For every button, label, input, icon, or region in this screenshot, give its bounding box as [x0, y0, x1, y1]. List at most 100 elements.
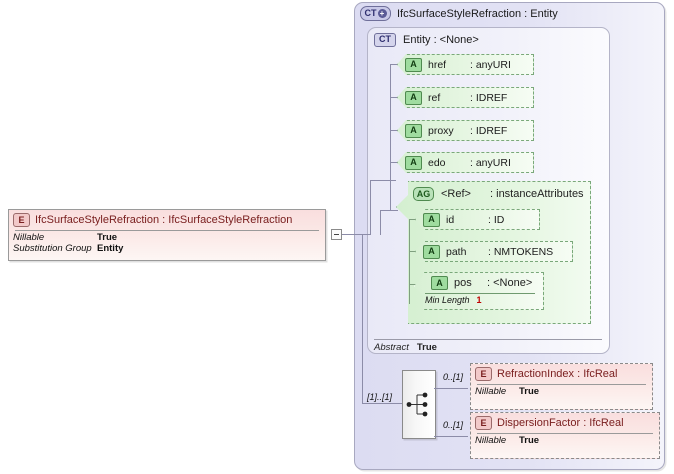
complextype-expand-icon[interactable]: CT+ [360, 6, 391, 21]
attribute-badge: A [431, 276, 448, 290]
attributegroup-name: <Ref> [441, 188, 471, 200]
root-element-divider [15, 230, 319, 231]
child-cardinality-0: 0..[1] [443, 372, 464, 382]
attributegroup-badge: AG [413, 187, 434, 201]
child-element-divider [477, 433, 653, 434]
sequence-icon [406, 392, 428, 417]
basetype-header: CT Entity : <None> [374, 31, 604, 48]
child-element-header: E DispersionFactor : IfcReal [471, 413, 659, 433]
attribute-type: : IDREF [470, 124, 508, 137]
sequence-cardinality: [1]..[1] [367, 392, 393, 402]
child-element-header: E RefractionIndex : IfcReal [471, 364, 652, 384]
attribute-row-proxy[interactable]: A proxy : IDREF [397, 120, 534, 141]
child-cardinality-1: 0..[1] [443, 420, 464, 430]
element-badge: E [475, 416, 492, 430]
child-element-dispersionfactor[interactable]: E DispersionFactor : IfcReal Nillable Tr… [470, 412, 660, 459]
facet-value: 1 [476, 295, 482, 305]
connector-to-sequence [362, 403, 402, 404]
child-element-refractionindex[interactable]: E RefractionIndex : IfcReal Nillable Tru… [470, 363, 653, 410]
attribute-name: pos [454, 277, 472, 289]
connector-ref [390, 97, 398, 98]
connector-route-horizontal-b [380, 210, 392, 211]
facet-key: Min Length [425, 295, 470, 305]
attribute-tree-spine [390, 64, 391, 210]
attribute-type: : anyURI [470, 58, 511, 71]
attribute-type: : ID [488, 213, 505, 226]
attribute-badge: A [423, 244, 440, 259]
attribute-row-pos[interactable]: A pos : <None> Min Length 1 [414, 272, 544, 310]
attribute-badge: A [405, 90, 422, 105]
connector-edo [390, 162, 398, 163]
attribute-name: ref [428, 91, 441, 104]
root-element-header: E IfcSurfaceStyleRefraction : IfcSurface… [9, 210, 325, 230]
child-element-divider [477, 384, 646, 385]
attribute-name: path [446, 245, 467, 258]
connector-route-vertical-b [380, 210, 381, 235]
child-element-properties: Nillable True [471, 385, 652, 399]
attribute-badge: A [405, 123, 422, 138]
attribute-badge: A [405, 155, 422, 170]
attribute-row-id[interactable]: A id : ID [415, 209, 540, 230]
connector-id [409, 219, 416, 220]
child-element-title: DispersionFactor : IfcReal [497, 417, 624, 429]
connector-sequence-child-0 [434, 388, 468, 389]
element-badge: E [13, 213, 30, 227]
connector-route-vertical-a [370, 180, 371, 235]
root-element-title: IfcSurfaceStyleRefraction : IfcSurfaceSt… [35, 214, 293, 226]
abstract-key: Abstract [374, 341, 409, 353]
property-row: Nillable True [475, 386, 652, 397]
connector-path [409, 251, 416, 252]
complextype-header: CT+ IfcSurfaceStyleRefraction : Entity [360, 5, 660, 22]
attribute-row-edo[interactable]: A edo : anyURI [397, 152, 534, 173]
plus-icon[interactable]: + [377, 9, 387, 18]
collapse-toggle[interactable] [331, 229, 342, 240]
connector-root-to-type [342, 234, 370, 235]
abstract-value: True [416, 341, 437, 353]
connector-attrgroup [390, 210, 398, 211]
basetype-title: Entity : <None> [403, 33, 479, 46]
root-element-properties: Nillable True Substitution Group Entity [9, 231, 325, 256]
complextype-title: IfcSurfaceStyleRefraction : Entity [397, 7, 558, 20]
attribute-badge: A [405, 57, 422, 72]
complextype-badge-label: CT [364, 8, 377, 18]
attribute-type: : NMTOKENS [488, 245, 554, 258]
root-element-box[interactable]: E IfcSurfaceStyleRefraction : IfcSurface… [8, 209, 326, 261]
property-row: Nillable True [13, 232, 325, 243]
attribute-name: id [446, 213, 455, 226]
connector-route-horizontal-a [370, 180, 396, 181]
facet-divider [425, 293, 535, 294]
attribute-name: href [428, 58, 447, 71]
attribute-row-path[interactable]: A path : NMTOKENS [415, 241, 573, 262]
attribute-row-href[interactable]: A href : anyURI [397, 54, 534, 75]
attribute-type: : anyURI [470, 156, 511, 169]
property-key: Nillable [475, 435, 507, 446]
connector-pos [409, 284, 416, 285]
property-row: Nillable True [475, 435, 659, 446]
connector-route-vertical-c [362, 234, 363, 403]
element-badge: E [475, 367, 492, 381]
basetype-badge: CT [374, 32, 396, 47]
property-row: Substitution Group Entity [13, 243, 325, 254]
child-element-properties: Nillable True [471, 434, 659, 448]
property-key: Nillable [13, 232, 45, 243]
attribute-type: : <None> [487, 277, 533, 289]
property-key: Nillable [475, 386, 507, 397]
connector-sequence-child-1 [434, 436, 468, 437]
child-element-title: RefractionIndex : IfcReal [497, 368, 618, 380]
property-value: Entity [97, 243, 124, 254]
attribute-row-ref[interactable]: A ref : IDREF [397, 87, 534, 108]
sequence-compositor[interactable] [402, 370, 436, 439]
attributegroup-tree-spine [409, 219, 410, 304]
attribute-badge: A [423, 212, 440, 227]
connector-href [390, 64, 398, 65]
property-value: True [519, 386, 540, 397]
connector-proxy [390, 130, 398, 131]
attribute-name: edo [428, 156, 446, 169]
facet-row: Min Length 1 [415, 294, 543, 306]
attribute-type: : IDREF [470, 91, 508, 104]
abstract-divider [374, 339, 602, 340]
attribute-name: proxy [428, 124, 454, 137]
property-key: Substitution Group [13, 243, 92, 254]
attributegroup-type: : instanceAttributes [490, 188, 584, 200]
